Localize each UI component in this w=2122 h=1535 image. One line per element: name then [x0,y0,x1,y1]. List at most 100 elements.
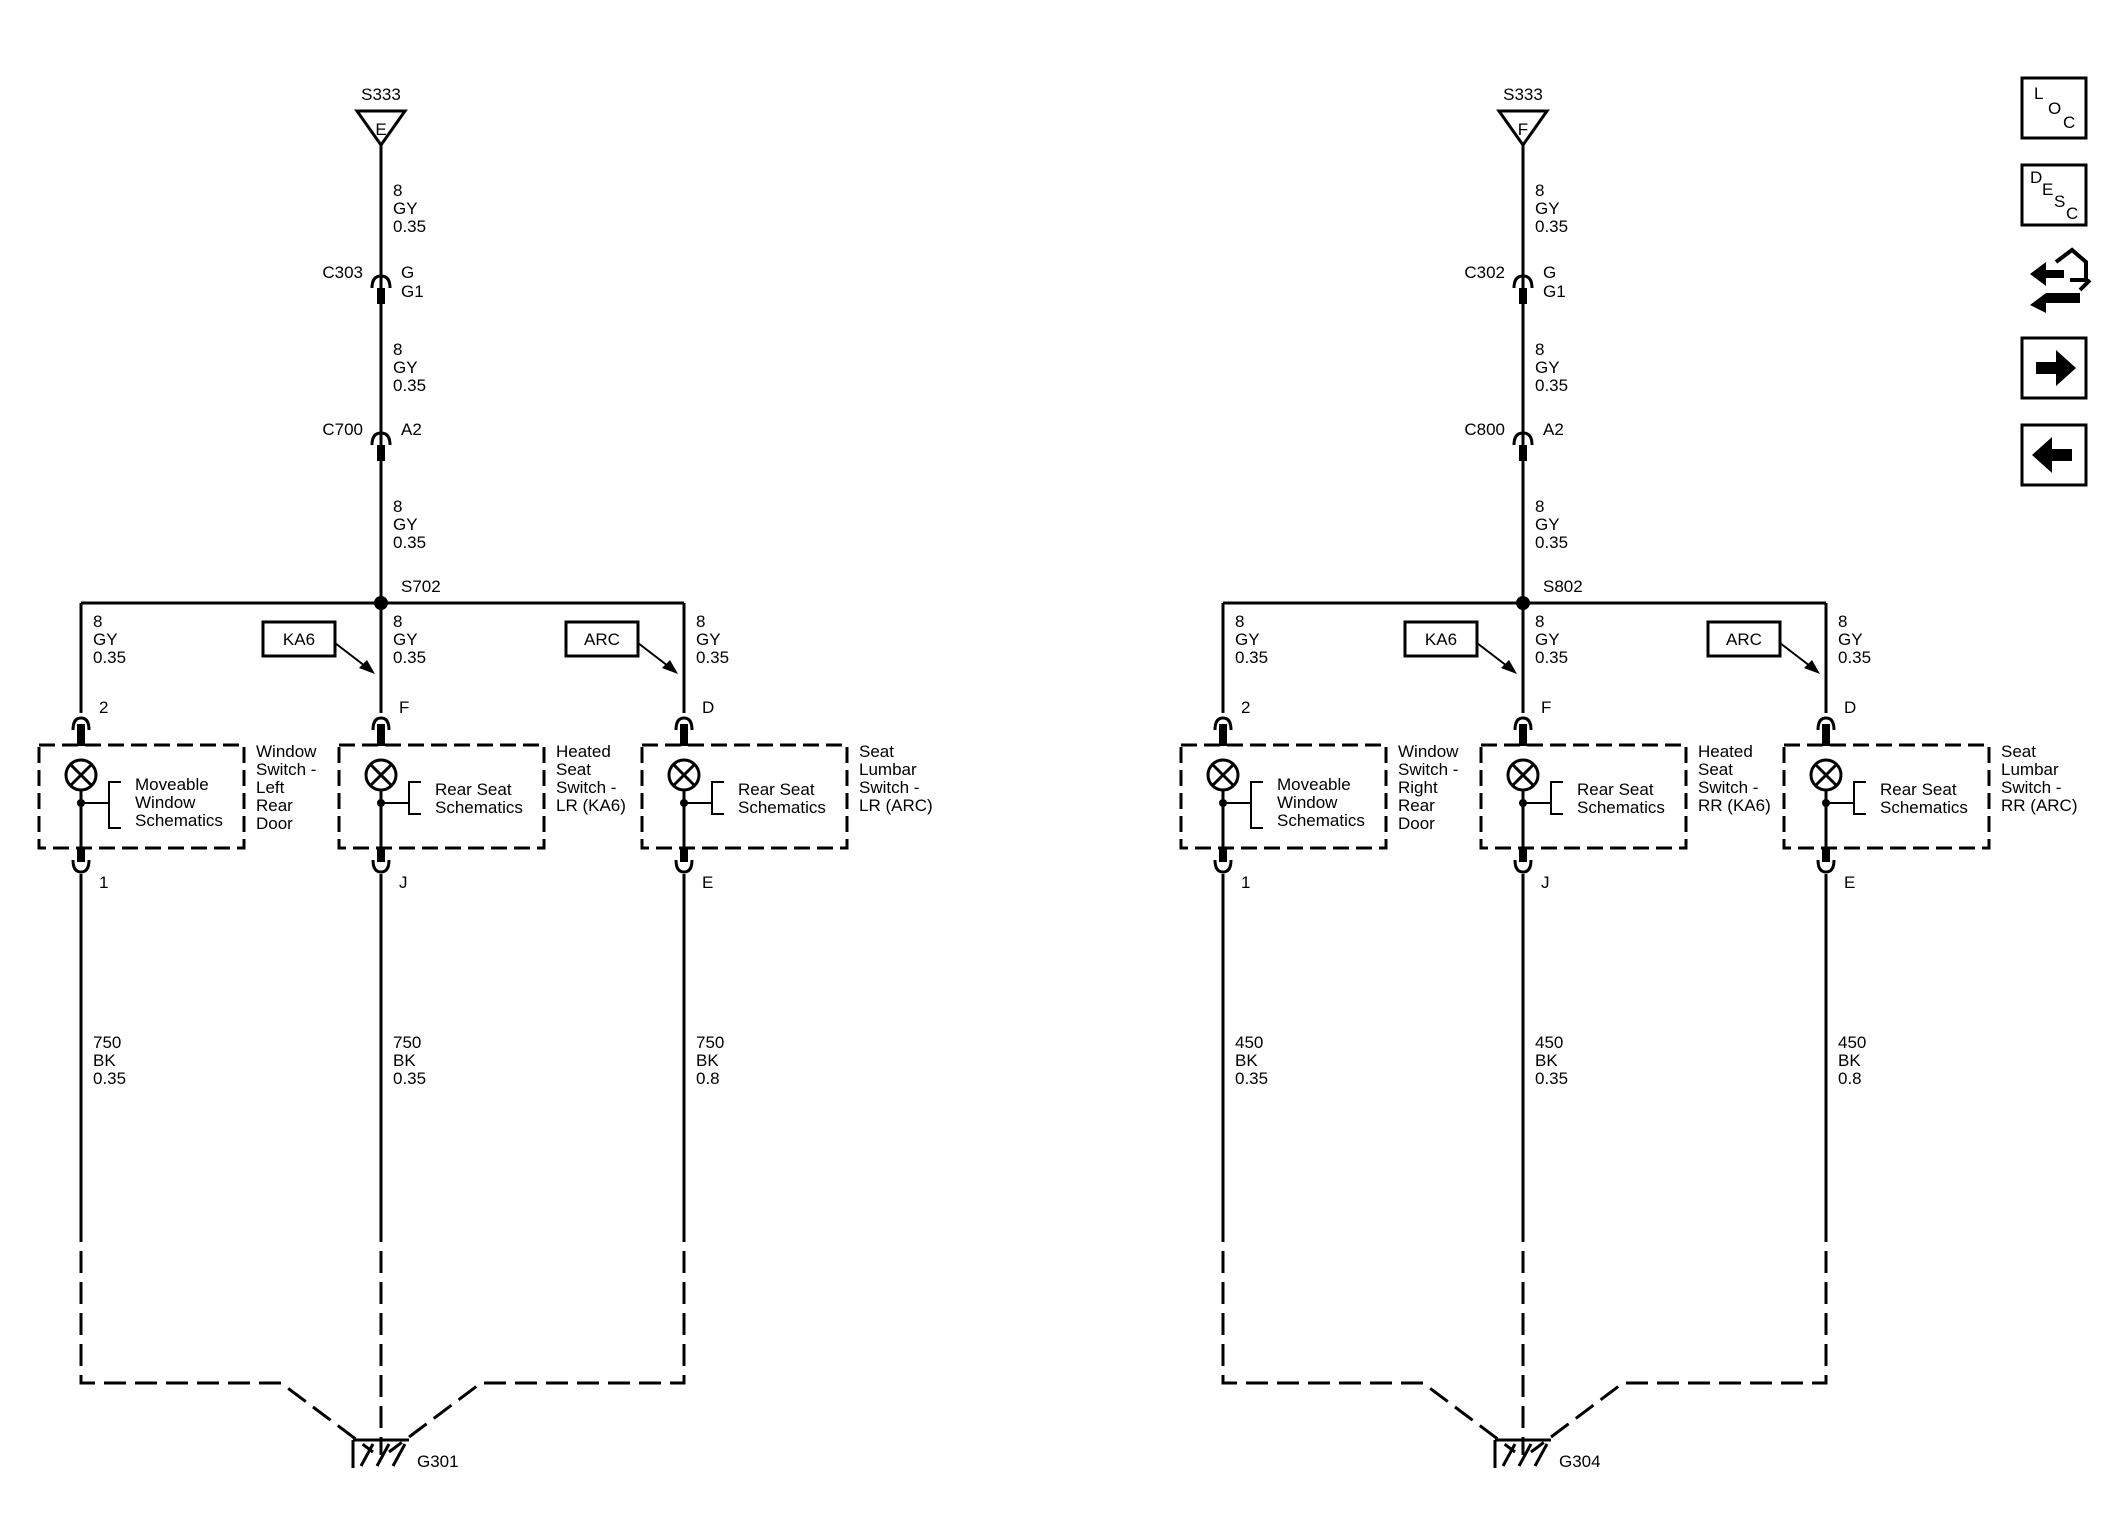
seg2-wire-label-line-2: GY [393,358,418,377]
location-button[interactable]: L O C [2020,76,2088,140]
seg1-wire-label-line-3: 0.35 [1535,217,1568,236]
ground-wire-label-line-3: 0.8 [1838,1069,1862,1088]
ground-hatch-2 [1517,1443,1533,1467]
connector-1-pin-a: G [401,263,414,282]
branch-bottom-pin-label: J [399,873,408,892]
branch-bottom-pin-label: J [1541,873,1550,892]
connector-2-cup [370,431,392,446]
ground-wire-label-line-1: 450 [1235,1033,1263,1052]
option-leader [1779,642,1811,667]
seg2-wire-label-line-1: 8 [1535,340,1544,359]
schematic-ref-line-1: Moveable [1277,775,1351,794]
schematic-ref-line-1: Rear Seat [435,780,512,799]
branch-wire-label-line-2: GY [1838,630,1863,649]
branch-top-pin [1219,724,1227,746]
schematic-bracket [408,781,421,815]
branch-bottom-pin [1219,848,1227,862]
option-tag [564,620,640,658]
component-label-line-1: Window [256,742,317,761]
connector-1 [1512,274,1534,304]
branch-wire-label-line-3: 0.35 [93,648,126,667]
seg1-wire-label-line-1: 8 [1535,181,1544,200]
branch-wire-label-line-1: 8 [1838,612,1847,631]
connector-2-pin [377,445,385,461]
branch-bottom-connector [1513,859,1533,874]
connector-2-cup [1512,431,1534,446]
ground-wire-label-line-1: 750 [393,1033,421,1052]
lamp-cross-b [1814,763,1838,787]
branch-top-pin [1519,724,1527,746]
branch-wire-label-line-1: 8 [1235,612,1244,631]
splice-triangle [354,109,408,148]
loc-letter-1: L [2034,84,2043,103]
ground-wire-label-line-2: BK [93,1051,116,1070]
ground-label: G301 [417,1452,459,1471]
ground-wire-label-line-1: 750 [93,1033,121,1052]
schematic-bracket [1250,781,1263,829]
connector-1-cup [1512,274,1534,289]
connector-button[interactable] [2030,247,2092,313]
lamp-cross-b [369,763,393,787]
component-label-line-1: Seat [859,742,894,761]
schematic-bracket [108,781,121,829]
branch-wire-label-line-1: 8 [1535,612,1544,631]
branch-bottom-pin [377,848,385,862]
lamp-cross-b [1211,763,1235,787]
component-label-line-4: RR (KA6) [1698,796,1771,815]
component-label-line-2: Switch - [1398,760,1458,779]
branch-top-pin [77,724,85,746]
loc-letter-2: O [2048,99,2061,118]
splice-mid-label: S802 [1543,577,1583,596]
connector-1 [370,274,392,304]
component-label-line-2: Seat [556,760,591,779]
component-label-line-4: LR (ARC) [859,796,933,815]
option-label: KA6 [1425,630,1457,649]
seg2-wire-label-line-2: GY [1535,358,1560,377]
ground-return-right [388,1220,686,1454]
schematic-bracket [1550,781,1563,815]
component-label-line-2: Seat [1698,760,1733,779]
ground-wire-label-line-3: 0.35 [393,1069,426,1088]
ground-wire-label-line-1: 450 [1838,1033,1866,1052]
component-label-line-1: Seat [2001,742,2036,761]
branch-wire-label-line-3: 0.35 [393,648,426,667]
description-button[interactable]: D E S C [2020,163,2088,227]
schematic-ref-line-1: Rear Seat [738,780,815,799]
component-label-line-2: Lumbar [2001,760,2059,779]
branch-wire-label-line-3: 0.35 [696,648,729,667]
ground-return-right [1530,1220,1828,1454]
seg2-wire-label-line-3: 0.35 [393,376,426,395]
splice-top-label: S333 [361,85,401,104]
connector-1-pin-b: G1 [401,282,424,301]
schematic-ref-line-2: Schematics [435,798,523,817]
previous-page-button[interactable] [2020,423,2088,487]
branch-top-pin-label: 2 [99,698,108,717]
ground-hatch-2 [375,1443,391,1467]
connector-icon [2030,247,2092,313]
splice-letter: E [375,120,386,139]
option-leader [1476,642,1508,667]
branch-top-pin [377,724,385,746]
branch-top-connector [371,716,391,731]
branch-bottom-pin-label: 1 [99,873,108,892]
seg1-wire-label-line-1: 8 [393,181,402,200]
component-box [640,743,849,850]
option-label: ARC [584,630,620,649]
next-page-button[interactable] [2020,336,2088,400]
desc-letter-3: S [2054,192,2065,211]
connector-2-pin [1519,445,1527,461]
ground-icon [351,1438,409,1468]
component-label-line-4: Rear [1398,796,1435,815]
connector-2-pin: A2 [1543,420,1564,439]
component-box [37,743,246,850]
component-box [337,743,546,850]
branch-1: 8GY0.352MoveableWindowSchematicsWindowSw… [37,603,317,1220]
option-tag [1403,620,1479,658]
branch-bottom-pin [1519,848,1527,862]
component-box [1179,743,1388,850]
component-label-line-3: Switch - [2001,778,2061,797]
seg2-wire-label-line-1: 8 [393,340,402,359]
